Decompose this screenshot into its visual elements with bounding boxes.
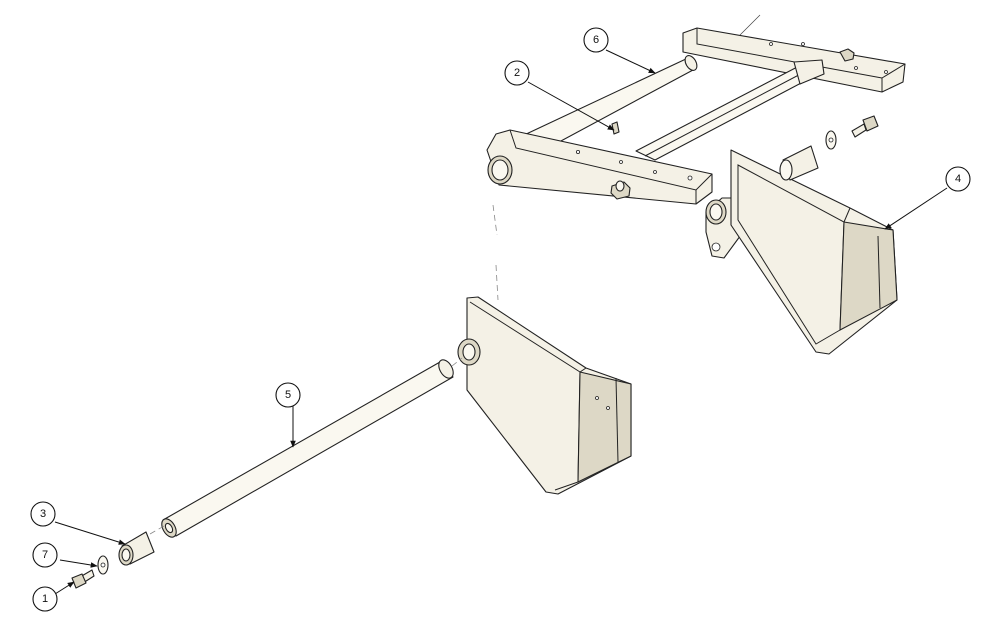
leader-2	[527, 81, 615, 131]
balloon-7: 7	[32, 542, 58, 568]
leader-3	[54, 521, 126, 545]
balloon-1-label: 1	[42, 593, 48, 605]
balloon-6-label: 6	[593, 34, 599, 46]
balloon-6: 6	[583, 27, 609, 53]
balloon-5-label: 5	[285, 389, 291, 401]
balloon-3-label: 3	[40, 508, 46, 520]
leader-6	[605, 49, 656, 74]
balloon-2: 2	[504, 60, 530, 86]
frame-assembly	[486, 14, 906, 301]
left-side-plate	[457, 296, 632, 495]
balloon-5: 5	[275, 382, 301, 408]
balloon-1: 1	[32, 586, 58, 612]
leader-4	[884, 187, 948, 230]
balloon-3: 3	[30, 501, 56, 527]
leader-7	[59, 559, 98, 568]
leader-1	[54, 581, 75, 595]
balloon-4: 4	[945, 166, 971, 192]
shaft	[161, 357, 463, 538]
leader-lines	[54, 49, 948, 595]
right-side-plate	[705, 115, 898, 355]
balloon-4-label: 4	[955, 173, 961, 185]
balloon-2-label: 2	[514, 67, 520, 79]
bushing-washer-bolt	[71, 525, 165, 589]
balloon-7-label: 7	[42, 549, 48, 561]
